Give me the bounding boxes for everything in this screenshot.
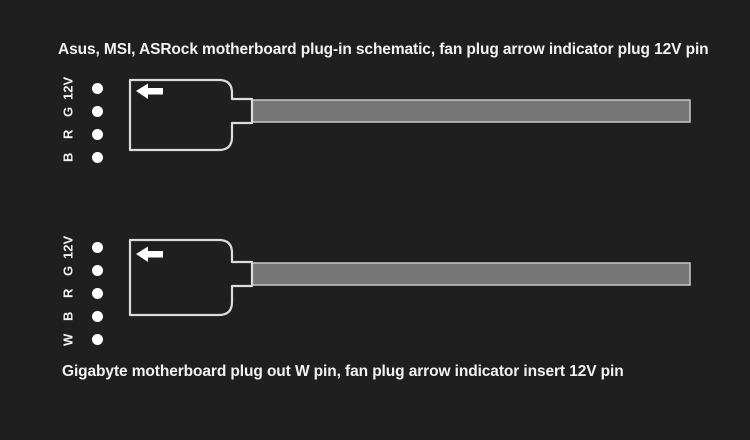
pin-dot-r: [92, 123, 103, 146]
pin-label-r: R: [60, 129, 76, 140]
plug-and-cable-graphic: [120, 230, 700, 340]
cable-ribbon: [248, 99, 691, 123]
pin-dot-column: [92, 230, 103, 351]
connector-outline: [128, 238, 254, 317]
connector-outline: [128, 78, 254, 152]
pin-label-g: G: [60, 106, 76, 117]
pin-label-r: R: [60, 288, 76, 299]
arrow-left-icon: [136, 83, 163, 99]
pin-label-b: B: [60, 311, 76, 322]
pin-label-12v: 12V: [60, 76, 76, 101]
diagram-gigabyte-5pin: 12V G R B W: [0, 230, 750, 346]
pin-label-w: W: [60, 333, 76, 346]
pin-dot-12v: [92, 77, 103, 100]
cable-ribbon: [248, 262, 691, 286]
pin-dot-column: [92, 70, 103, 169]
bottom-caption: Gigabyte motherboard plug out W pin, fan…: [62, 363, 624, 380]
pin-dot-g: [92, 259, 103, 282]
pin-dot-12v: [92, 236, 103, 259]
top-caption: Asus, MSI, ASRock motherboard plug-in sc…: [58, 41, 709, 58]
plug-and-cable-graphic: [120, 70, 700, 170]
pin-label-12v: 12V: [60, 235, 76, 260]
pin-dot-g: [92, 100, 103, 123]
arrow-left-icon: [136, 246, 163, 262]
pin-label-b: B: [60, 152, 76, 163]
pin-dot-b: [92, 146, 103, 169]
pin-label-column: 12V G R B: [58, 70, 78, 169]
pin-dot-r: [92, 282, 103, 305]
pin-dot-w: [92, 328, 103, 351]
diagram-asus-msi-asrock-4pin: 12V G R B: [0, 70, 750, 170]
pin-label-g: G: [60, 265, 76, 276]
pin-dot-b: [92, 305, 103, 328]
pin-label-column: 12V G R B W: [58, 230, 78, 351]
